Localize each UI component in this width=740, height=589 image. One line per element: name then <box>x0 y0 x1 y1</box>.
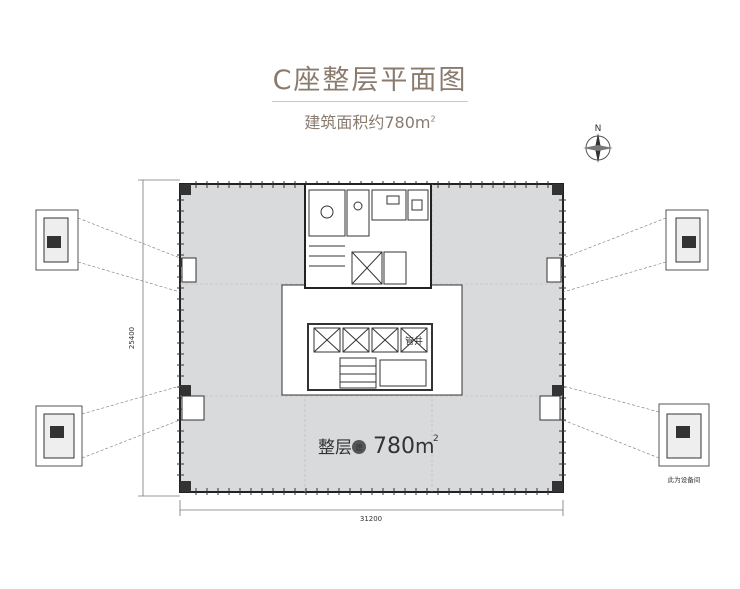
page-subtitle: 建筑面积约780m2 <box>0 109 740 133</box>
equipment-alcoves <box>181 257 562 421</box>
area-badge-text: 建 <box>356 443 363 452</box>
dimension-horizontal-label: 31200 <box>360 515 382 523</box>
window-mullions <box>177 181 566 495</box>
dimension-horizontal <box>179 500 564 516</box>
subtitle-text: 建筑面积约780m <box>304 113 431 132</box>
area-value: 780 <box>373 434 415 459</box>
page-title: C座整层平面图 <box>272 65 468 96</box>
core-shaft-label: 管井 <box>405 335 423 347</box>
detail-callout-top-left <box>35 209 181 293</box>
area-unit: m <box>415 434 434 458</box>
compass-north-label: N <box>595 124 602 134</box>
title-divider <box>272 101 468 102</box>
equipment-room-note: 此为设备间 <box>668 475 701 484</box>
detail-callout-bottom-left <box>35 385 181 467</box>
area-label-text: 整层 <box>318 438 352 458</box>
dimension-vertical <box>138 179 180 497</box>
upper-core-rooms <box>308 189 429 285</box>
area-label: 整层 建 780 m 2 <box>318 434 439 459</box>
area-badge <box>352 440 366 454</box>
subtitle-sup: 2 <box>430 114 436 124</box>
detail-callout-top-right <box>562 209 709 293</box>
dimension-vertical-label: 25400 <box>128 327 136 349</box>
area-unit-sup: 2 <box>433 434 439 444</box>
elevator-bank <box>307 323 433 391</box>
compass-icon: N <box>583 124 613 163</box>
detail-callout-bottom-right <box>562 385 710 467</box>
